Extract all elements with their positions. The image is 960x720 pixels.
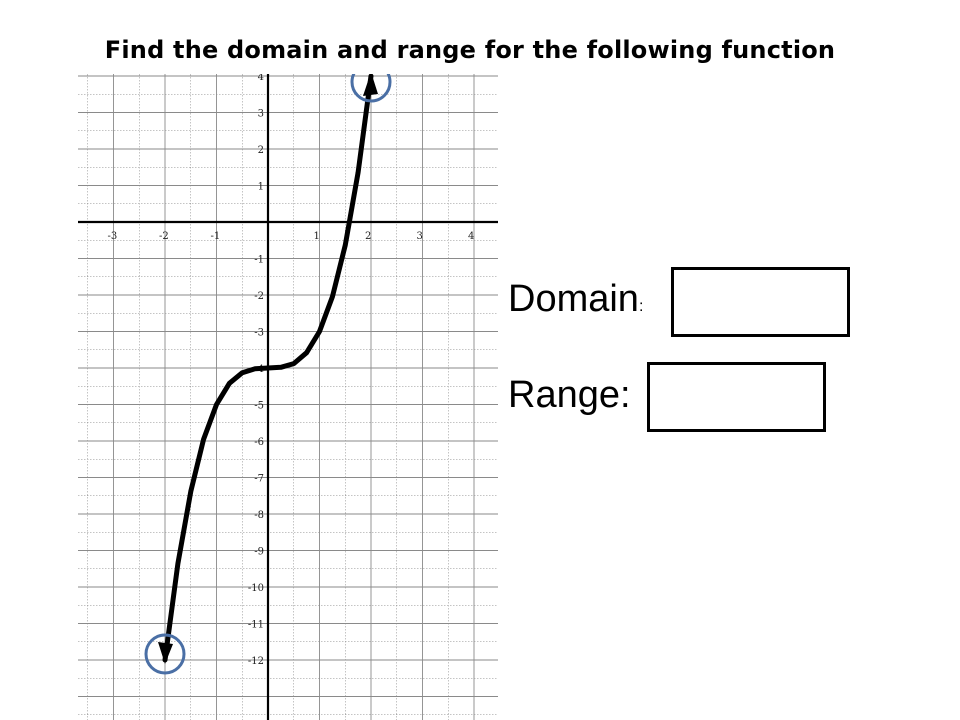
y-tick-label: -1 [254, 255, 264, 266]
endpoint-markers [144, 74, 392, 675]
y-tick-label: -6 [254, 437, 264, 448]
curve-layer [162, 74, 374, 663]
slide-title: Find the domain and range for the follow… [104, 36, 836, 64]
x-tick-label: 1 [314, 231, 320, 242]
domain-answer-box[interactable] [671, 267, 850, 337]
y-tick-label: -7 [254, 474, 264, 485]
y-tick-label: -8 [254, 510, 264, 521]
x-tick-label: 3 [417, 231, 423, 242]
y-tick-label: 2 [258, 145, 264, 156]
y-tick-label: -9 [254, 547, 264, 558]
arrowhead-down [158, 642, 173, 664]
range-label: Range: [508, 374, 631, 416]
x-tick-label: 2 [365, 231, 371, 242]
y-tick-label: -5 [254, 401, 264, 412]
grid [78, 74, 498, 720]
y-tick-label: -10 [248, 583, 264, 594]
y-tick-label: -11 [248, 620, 264, 631]
y-tick-label: 3 [258, 109, 264, 120]
range-answer-box[interactable] [647, 362, 826, 432]
y-tick-label: 1 [258, 182, 264, 193]
endpoint-circle [144, 633, 186, 675]
axes [78, 74, 498, 720]
y-tick-label: 4 [258, 74, 264, 83]
x-tick-label: -2 [159, 231, 169, 242]
y-tick-label: -12 [248, 656, 264, 667]
y-tick-label: -3 [254, 328, 264, 339]
x-tick-label: -1 [211, 231, 221, 242]
x-tick-label: -3 [108, 231, 118, 242]
x-tick-label: 4 [468, 231, 474, 242]
arrowhead-up [363, 74, 378, 96]
function-curve [162, 74, 374, 663]
endpoint-circle [350, 74, 392, 103]
domain-label: Domain: [508, 278, 644, 320]
y-tick-label: -2 [254, 291, 264, 302]
